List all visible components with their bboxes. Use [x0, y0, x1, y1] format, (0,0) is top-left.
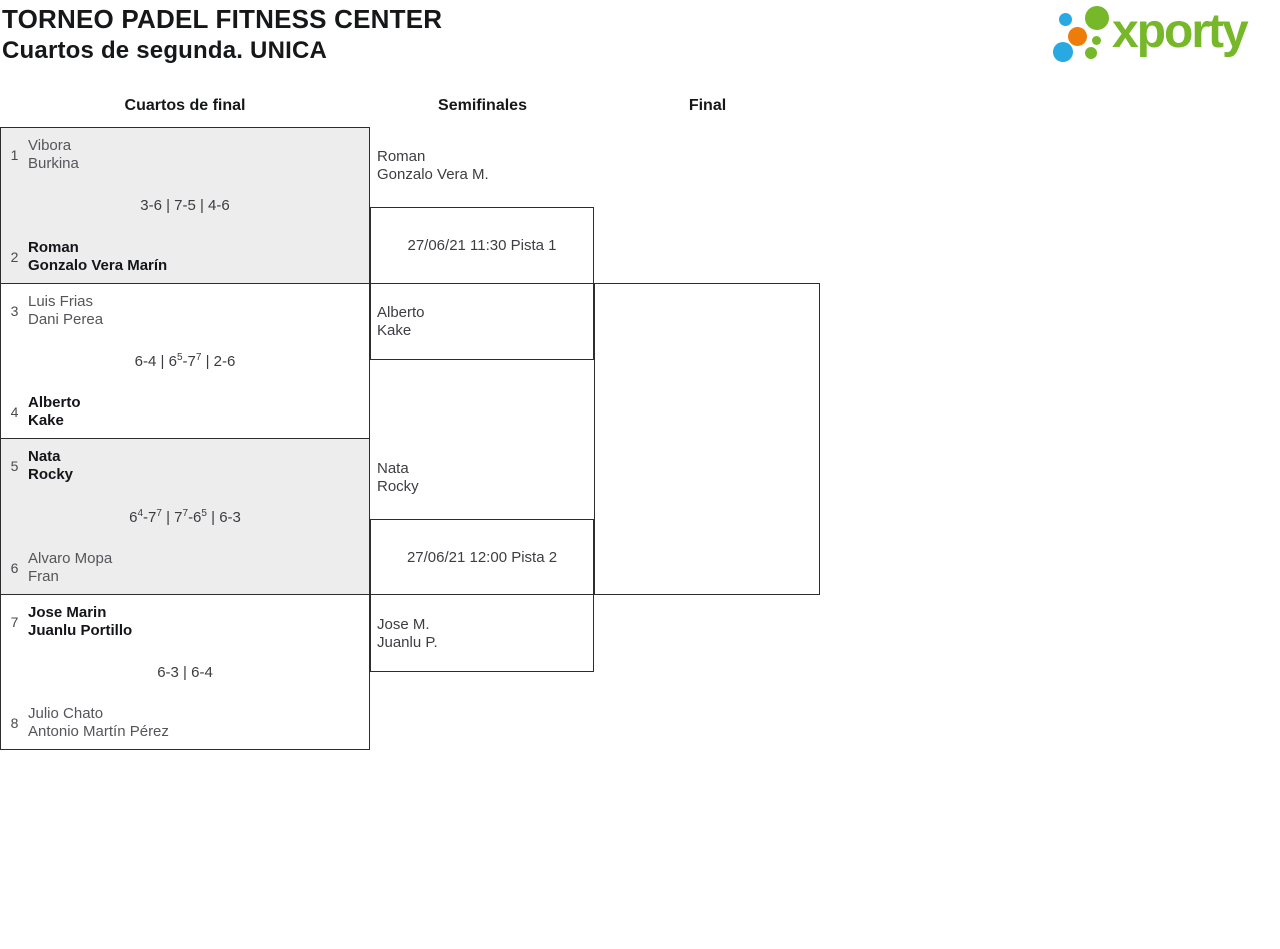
player-name: Jose Marin: [28, 603, 107, 621]
seed-number: 8: [10, 715, 19, 731]
player-name: Nata: [377, 460, 409, 477]
logo-dot-blue-small-icon: [1059, 13, 1072, 26]
bracket-connector-top: [370, 283, 595, 284]
semifinal-match-1-box: [370, 207, 594, 360]
logo-dot-orange-icon: [1068, 27, 1087, 46]
match-score: 3-6 | 7-5 | 4-6: [140, 197, 230, 215]
match-score: 64-77 | 77-65 | 6-3: [129, 507, 241, 526]
xporty-logo[interactable]: xporty: [1050, 3, 1278, 67]
player-name: Nata: [28, 448, 61, 465]
team-row: 5 Nata Rocky: [1, 448, 369, 484]
player-name: Antonio Martín Pérez: [28, 723, 169, 740]
round-header-quarterfinals: Cuartos de final: [124, 97, 246, 114]
seed-number: 5: [10, 458, 19, 474]
quarterfinals-column: 1 Vibora Burkina 3-6 | 7-5 | 4-6 2 Roman…: [0, 127, 370, 750]
quarterfinal-match-4: 7 Jose Marin Juanlu Portillo 6-3 | 6-4 8…: [0, 594, 370, 750]
semifinal-match-2-box: [370, 519, 594, 672]
bracket-connector-bottom: [370, 594, 595, 595]
quarterfinal-match-3: 5 Nata Rocky 64-77 | 77-65 | 6-3 6 Alvar…: [0, 439, 370, 595]
team-players: Nata Rocky: [28, 448, 73, 484]
tournament-subtitle: Cuartos de segunda. UNICA: [2, 37, 328, 64]
team-row: 2 Roman Gonzalo Vera Marín: [1, 239, 369, 275]
team-players: Alberto Kake: [28, 394, 81, 430]
team-row: 8 Julio Chato Antonio Martín Pérez: [1, 705, 369, 741]
player-name: Alvaro Mopa: [28, 549, 113, 567]
seed-number: 7: [10, 613, 19, 630]
player-name: Jose M.: [377, 616, 430, 633]
team-row: 6 Alvaro Mopa Fran: [1, 550, 369, 586]
player-name: Alberto: [377, 304, 425, 321]
player-name: Vibora: [28, 137, 72, 154]
seed-number: 6: [10, 559, 19, 576]
quarterfinal-match-1: 1 Vibora Burkina 3-6 | 7-5 | 4-6 2 Roman…: [0, 127, 370, 284]
logo-dot-green-small-icon: [1085, 47, 1097, 59]
semifinal-1-bottom-team: Alberto Kake: [377, 304, 425, 340]
player-name: Juanlu Portillo: [28, 621, 133, 639]
quarterfinal-match-2: 3 Luis Frias Dani Perea 6-4 | 65-77 | 2-…: [0, 283, 370, 439]
team-players: Julio Chato Antonio Martín Pérez: [28, 705, 169, 741]
semifinal-2-top-team: Nata Rocky: [377, 460, 419, 496]
player-name: Kake: [28, 412, 64, 429]
semifinal-2-match-info: 27/06/21 12:00 Pista 2: [406, 549, 558, 566]
player-name: Luis Frias: [28, 292, 94, 310]
match-score: 6-4 | 65-77 | 2-6: [134, 352, 236, 371]
semifinal-2-bottom-team: Jose M. Juanlu P.: [377, 616, 438, 652]
player-name: Juanlu P.: [377, 634, 438, 651]
round-header-semifinals: Semifinales: [438, 97, 527, 114]
player-name: Alberto: [28, 394, 81, 411]
player-name: Fran: [28, 567, 59, 585]
team-row: 4 Alberto Kake: [1, 394, 369, 430]
seed-number: 1: [10, 147, 19, 163]
team-row: 1 Vibora Burkina: [1, 137, 369, 173]
match-score: 6-3 | 6-4: [157, 663, 213, 681]
player-name: Kake: [377, 322, 412, 339]
team-players: Luis Frias Dani Perea: [28, 293, 103, 329]
seed-number: 2: [10, 248, 19, 265]
team-row: 7 Jose Marin Juanlu Portillo: [1, 604, 369, 640]
team-players: Vibora Burkina: [28, 137, 79, 173]
logo-dot-blue-large-icon: [1053, 42, 1073, 62]
player-name: Rocky: [28, 466, 74, 483]
player-name: Roman: [28, 238, 79, 256]
team-players: Alvaro Mopa Fran: [28, 550, 112, 586]
team-players: Jose Marin Juanlu Portillo: [28, 604, 132, 640]
player-name: Gonzalo Vera Marín: [28, 256, 168, 274]
player-name: Gonzalo Vera M.: [377, 166, 489, 183]
seed-number: 4: [10, 404, 19, 420]
logo-dot-green-tiny-icon: [1092, 36, 1101, 45]
tournament-title: TORNEO PADEL FITNESS CENTER: [2, 4, 443, 34]
semifinal-1-match-info: 27/06/21 11:30 Pista 1: [407, 237, 557, 254]
player-name: Roman: [377, 148, 426, 165]
semifinal-1-top-team: Roman Gonzalo Vera M.: [377, 148, 489, 184]
seed-number: 3: [10, 302, 19, 319]
player-name: Julio Chato: [28, 705, 104, 722]
player-name: Rocky: [377, 478, 419, 495]
round-header-final: Final: [688, 97, 727, 114]
final-match-box: [594, 283, 820, 595]
logo-dot-green-large-icon: [1085, 6, 1109, 30]
player-name: Dani Perea: [28, 310, 104, 328]
team-row: 3 Luis Frias Dani Perea: [1, 293, 369, 329]
team-players: Roman Gonzalo Vera Marín: [28, 239, 167, 275]
player-name: Burkina: [28, 155, 79, 172]
logo-wordmark: xporty: [1112, 5, 1249, 58]
